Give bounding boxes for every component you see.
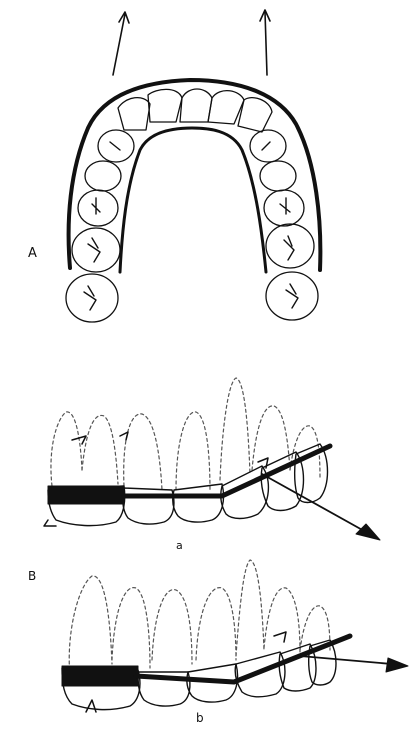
arch-teeth — [66, 89, 318, 322]
panel-label-b: B — [28, 570, 36, 582]
crowns-upper — [48, 444, 328, 526]
traction-arrow-right — [260, 10, 270, 75]
dashed-roots-upper — [51, 378, 320, 492]
panel-label-a: A — [28, 247, 37, 260]
archwire-upper — [48, 446, 330, 504]
molar-tube-upper — [48, 486, 124, 504]
subfigure-label-b: b — [196, 712, 204, 724]
bracket-marks-upper — [44, 432, 268, 526]
panel-b-upper-lateral — [44, 378, 380, 540]
panel-a-arch — [66, 10, 320, 322]
molar-tube-lower — [62, 666, 138, 686]
subfigure-label-a: a — [176, 540, 183, 551]
force-arrow-upper — [262, 474, 380, 540]
appliance-inner-outline — [120, 128, 266, 272]
occlusal-fissures — [84, 142, 298, 310]
archwire-lower — [62, 636, 350, 686]
panel-b-lower-lateral — [62, 560, 408, 712]
traction-arrow-left — [113, 12, 129, 75]
appliance-outer-outline — [69, 80, 321, 270]
